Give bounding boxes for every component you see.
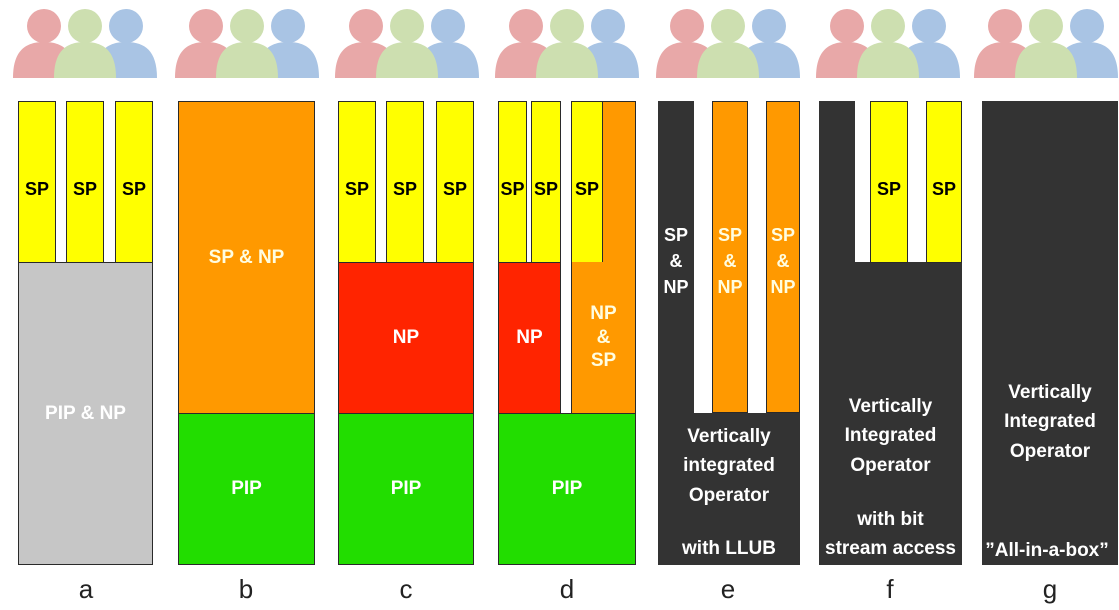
sp-block: SP bbox=[531, 101, 561, 263]
np-block: NP bbox=[498, 262, 561, 414]
np-sp-block: NP & SP bbox=[571, 262, 636, 414]
users-group-icon bbox=[971, 6, 1119, 78]
sp-block: SP bbox=[18, 101, 56, 263]
gap bbox=[908, 101, 926, 262]
pip-block: PIP bbox=[498, 413, 636, 565]
llub-label: with LLUB bbox=[682, 538, 776, 559]
users-group-icon bbox=[332, 6, 482, 78]
sp-np-block: SP & NP bbox=[712, 101, 748, 413]
users-group-icon bbox=[10, 6, 160, 78]
pip-np-block: PIP & NP bbox=[18, 262, 153, 565]
sp-block: SP bbox=[386, 101, 424, 263]
sp-block: SP bbox=[66, 101, 104, 263]
bitstream-label: with bit stream access bbox=[825, 509, 956, 560]
gap bbox=[694, 101, 712, 413]
operator-label: Vertically Integrated Operator bbox=[1004, 382, 1096, 462]
sp-block: SP bbox=[115, 101, 153, 263]
diagram-label-e: e bbox=[720, 574, 736, 604]
sp-block: SP bbox=[870, 101, 908, 263]
sp-np-block: SP & NP bbox=[658, 101, 694, 413]
operator-label: Vertically integrated Operator bbox=[683, 426, 775, 506]
operator-block bbox=[982, 101, 1118, 565]
diagram-label-d: d bbox=[559, 574, 575, 604]
diagram-label-g: g bbox=[1042, 574, 1058, 604]
sp-block: SP bbox=[571, 101, 603, 263]
pip-block: PIP bbox=[178, 413, 315, 565]
sp-np-block: SP & NP bbox=[178, 101, 315, 414]
gap bbox=[855, 101, 870, 262]
sp-block: SP bbox=[338, 101, 376, 263]
diagram-label-b: b bbox=[238, 574, 254, 604]
all-in-a-box-label: ”All-in-a-box” bbox=[985, 540, 1109, 561]
np-sp-block-top bbox=[602, 101, 636, 263]
users-group-icon bbox=[653, 6, 803, 78]
gap bbox=[748, 101, 766, 413]
sp-block: SP bbox=[926, 101, 962, 263]
sp-np-block: SP & NP bbox=[766, 101, 800, 413]
operator-label: Vertically Integrated Operator bbox=[844, 396, 937, 476]
diagram-label-c: c bbox=[399, 574, 413, 604]
users-group-icon bbox=[492, 6, 642, 78]
diagram-label-a: a bbox=[78, 574, 94, 604]
users-group-icon bbox=[172, 6, 322, 78]
users-group-icon bbox=[813, 6, 963, 78]
sp-block: SP bbox=[498, 101, 527, 263]
np-block: NP bbox=[338, 262, 474, 414]
diagram-label-f: f bbox=[886, 574, 894, 604]
pip-block: PIP bbox=[338, 413, 474, 565]
sp-block: SP bbox=[436, 101, 474, 263]
